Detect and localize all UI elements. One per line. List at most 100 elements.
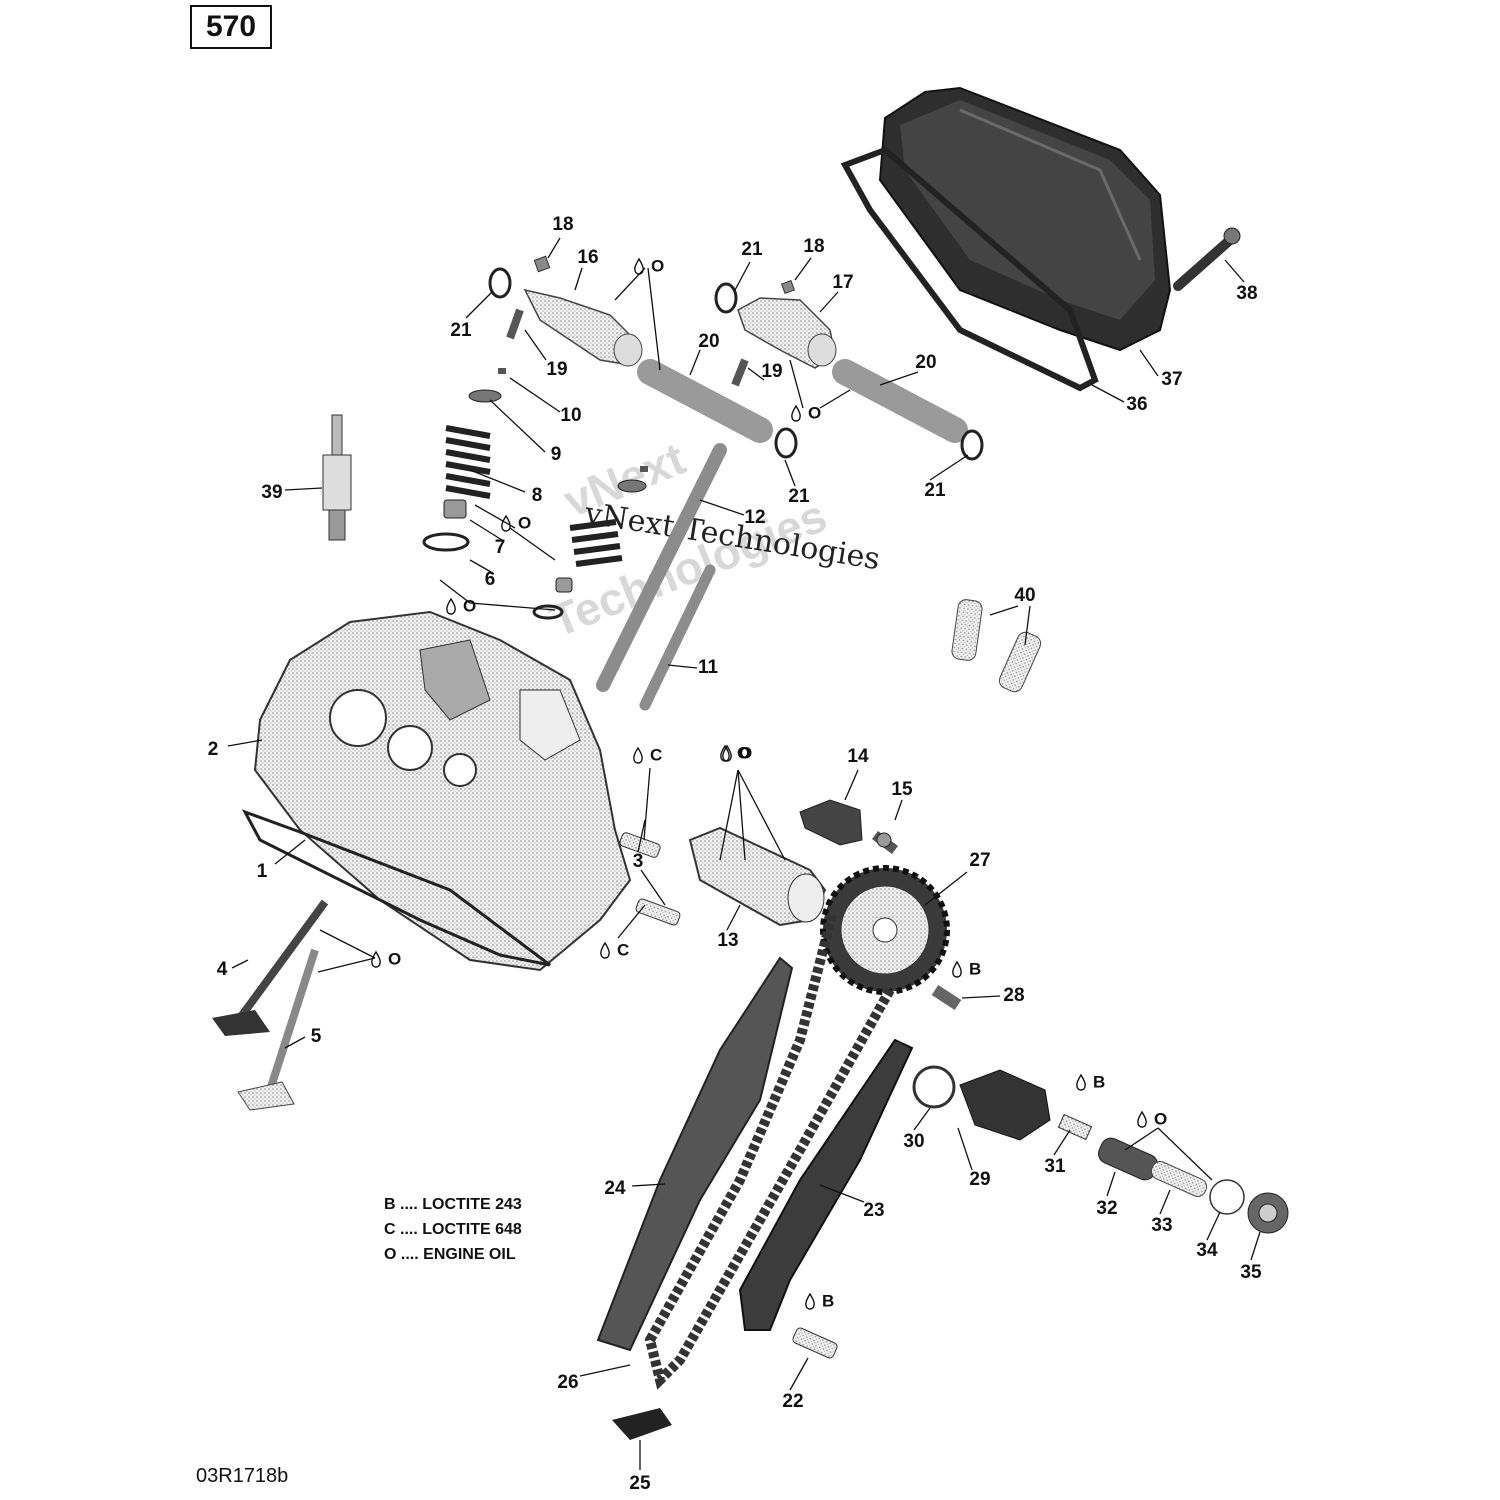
valve-spring-1 xyxy=(445,425,491,499)
leader-line xyxy=(1139,349,1159,377)
part-callout-37: 37 xyxy=(1161,369,1182,390)
leader-line xyxy=(689,349,701,376)
camshaft xyxy=(688,826,827,927)
sprocket-bolt xyxy=(931,984,962,1011)
leader-line xyxy=(667,664,698,669)
part-callout-28: 28 xyxy=(1003,985,1024,1006)
leader-line xyxy=(1206,1211,1221,1241)
part-callout-9: 9 xyxy=(551,444,562,465)
housing-bolt xyxy=(1057,1113,1093,1141)
leader-line xyxy=(579,1364,631,1377)
leader-line xyxy=(819,1184,865,1203)
drop-icon xyxy=(371,950,381,968)
leader-line xyxy=(1157,1127,1213,1181)
leader-line xyxy=(844,769,859,801)
leader-line xyxy=(469,519,503,541)
leader-line xyxy=(1106,1171,1116,1197)
lubricant-symbol-B: B xyxy=(1076,1072,1105,1091)
part-callout-32: 32 xyxy=(1096,1198,1117,1219)
part-callout-2: 2 xyxy=(208,739,219,760)
part-callout-11: 11 xyxy=(698,657,719,678)
part-callout-21: 21 xyxy=(924,480,946,501)
valve-stem-seal-1 xyxy=(443,499,467,519)
part-callout-35: 35 xyxy=(1240,1262,1262,1283)
spring-retainer-1 xyxy=(468,389,502,403)
lubricant-symbol-C: C xyxy=(633,745,662,764)
spark-plug xyxy=(322,414,352,541)
lubricant-symbol-O: O xyxy=(634,256,664,275)
leader-line xyxy=(699,499,745,516)
part-callout-36: 36 xyxy=(1126,394,1147,415)
valve-cover xyxy=(878,86,1172,352)
tensioner-plunger xyxy=(1098,1137,1158,1181)
part-callout-20: 20 xyxy=(698,331,719,352)
part-callout-3: 3 xyxy=(633,851,644,872)
lubricant-code: B xyxy=(969,959,981,978)
plug-o-ring xyxy=(1209,1179,1245,1215)
legend-row: O .... ENGINE OIL xyxy=(384,1246,516,1263)
lubricant-symbol-O: O xyxy=(791,403,821,422)
drop-icon xyxy=(952,960,962,978)
drop-icon xyxy=(805,1292,815,1310)
part-callout-12: 12 xyxy=(744,507,765,528)
part-callout-6: 6 xyxy=(485,569,496,590)
leader-line xyxy=(924,871,968,906)
leader-line xyxy=(819,291,839,313)
adjust-screw-1 xyxy=(533,255,551,273)
drop-icon xyxy=(791,404,801,422)
part-callout-31: 31 xyxy=(1044,1156,1066,1177)
push-rod-12 xyxy=(596,443,727,692)
cam-sprocket xyxy=(820,865,950,995)
part-callout-19: 19 xyxy=(761,361,782,382)
part-callout-40: 40 xyxy=(1014,585,1035,606)
lubricant-symbol-O: O xyxy=(501,513,531,532)
spring-seat-1 xyxy=(422,532,470,552)
part-callout-29: 29 xyxy=(969,1169,990,1190)
cam-bracket xyxy=(799,799,863,846)
exhaust-valve xyxy=(237,948,319,1111)
lubricant-code: O xyxy=(1154,1109,1167,1128)
leader-line xyxy=(284,1036,306,1049)
push-rod-11 xyxy=(639,564,716,711)
part-callout-21: 21 xyxy=(741,239,763,260)
tensioner-o-ring xyxy=(912,1065,956,1109)
leader-line xyxy=(614,267,646,301)
lubricant-symbol-C: C xyxy=(600,940,629,959)
drawing-code: 03R1718b xyxy=(196,1465,289,1487)
part-callout-33: 33 xyxy=(1151,1215,1172,1236)
part-callout-10: 10 xyxy=(560,405,581,426)
leader-line xyxy=(737,769,746,861)
lubricant-code: O xyxy=(808,403,821,422)
part-callout-16: 16 xyxy=(577,247,598,268)
cylinder-head xyxy=(253,610,632,972)
leader-line xyxy=(1250,1231,1261,1261)
dowel-1 xyxy=(951,599,983,661)
leader-line xyxy=(469,602,556,611)
lubricant-code: O xyxy=(388,949,401,968)
part-callout-34: 34 xyxy=(1196,1240,1218,1261)
leader-line xyxy=(509,527,556,561)
leader-line xyxy=(879,371,919,386)
part-callout-21: 21 xyxy=(788,486,810,507)
spring-retainer-2 xyxy=(617,479,647,493)
drop-icon xyxy=(446,597,456,615)
part-callout-18: 18 xyxy=(803,236,824,257)
timing-chain xyxy=(644,913,895,1390)
lubricant-code: O xyxy=(463,596,476,615)
part-callout-14: 14 xyxy=(847,746,869,767)
intake-valve xyxy=(212,899,329,1036)
drop-icon xyxy=(501,514,511,532)
leader-line xyxy=(1024,605,1031,646)
leader-line xyxy=(524,329,547,361)
drop-icon xyxy=(1076,1073,1086,1091)
lubricant-code: B xyxy=(1093,1072,1105,1091)
part-callout-13: 13 xyxy=(717,930,738,951)
leader-line xyxy=(734,261,751,291)
leader-line xyxy=(474,504,516,529)
leader-line xyxy=(894,799,903,821)
leader-line xyxy=(227,739,263,747)
lubricant-code: O xyxy=(737,743,750,762)
drop-icon xyxy=(634,257,644,275)
leader-line xyxy=(231,959,249,969)
